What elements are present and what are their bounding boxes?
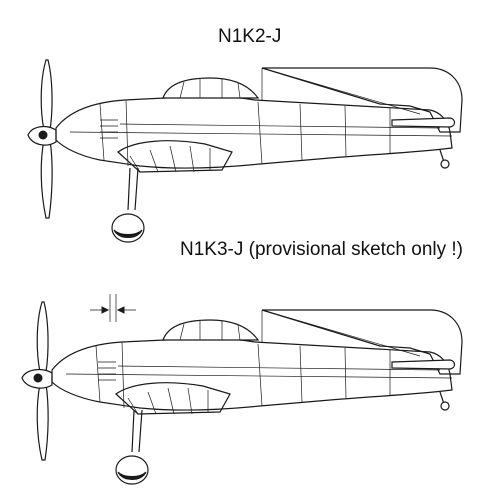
horizontal-stabilizer (391, 117, 456, 128)
n1k3-caption: N1K3-J (provisional sketch only !) (180, 239, 463, 260)
propeller (21, 301, 53, 461)
vertical-tail (261, 309, 463, 375)
canopy (162, 77, 260, 99)
dimension-marker (90, 294, 136, 322)
canopy (162, 319, 260, 341)
vertical-tail (261, 67, 463, 133)
n1k2-caption: N1K2-J (218, 26, 282, 47)
n1k3-side-view (21, 294, 463, 485)
main-landing-gear (115, 409, 149, 485)
n1k2-side-view (27, 59, 463, 243)
propeller (27, 59, 57, 219)
wing-root (117, 140, 233, 173)
wing-root (115, 382, 231, 415)
tail-wheel (439, 391, 450, 411)
main-landing-gear (111, 167, 145, 243)
horizontal-stabilizer (391, 359, 456, 370)
tail-wheel (439, 149, 450, 169)
